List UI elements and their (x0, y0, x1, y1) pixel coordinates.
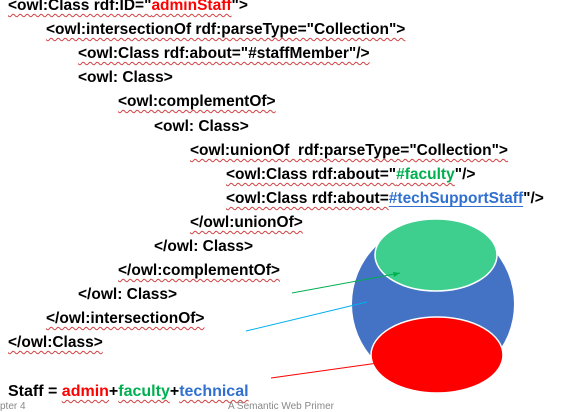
arrow-cyan (245, 301, 368, 332)
code-line-9: <owl:Class rdf:about=#techSupportStaff"/… (226, 190, 544, 207)
code-line-8: <owl:Class rdf:about="#faculty"/> (226, 166, 476, 183)
code-line-13: </owl: Class> (78, 286, 178, 303)
code-line-15: </owl:Class> (8, 334, 103, 351)
admin-staff-id: adminStaff (151, 0, 232, 14)
formula-admin: admin (61, 383, 109, 400)
code-line-1: <owl:Class rdf:ID="adminStaff"> (8, 0, 248, 18)
faculty-ellipse (374, 218, 498, 292)
code-line-10: </owl:unionOf> (190, 214, 303, 231)
code-line-6: <owl: Class> (154, 118, 249, 135)
code-line-3: <owl:Class rdf:about="#staffMember"/> (78, 45, 370, 62)
code-line-7: <owl:unionOf rdf:parseType="Collection"> (190, 142, 508, 159)
owl-code-block: <owl:Class rdf:ID="adminStaff"> <owl:int… (0, 0, 544, 384)
formula-technical: technical (179, 383, 249, 400)
arrow-red (270, 362, 379, 379)
arrow-green-head (393, 272, 400, 277)
code-line-2: <owl:intersectionOf rdf:parseType="Colle… (46, 21, 406, 38)
tech-support-ellipse (370, 316, 504, 394)
code-line-12: </owl:complementOf> (118, 262, 280, 279)
staff-formula: Staff = admin+faculty+technical (8, 383, 249, 400)
code-line-11: </owl: Class> (154, 238, 254, 255)
code-line-5: <owl:complementOf> (118, 93, 276, 110)
code-line-14: </owl:intersectionOf> (46, 310, 205, 327)
formula-faculty: faculty (118, 383, 170, 400)
arrow-green (291, 272, 401, 294)
faculty-ref: #faculty (396, 166, 455, 183)
tech-support-staff-ref: #techSupportStaff (388, 190, 524, 207)
code-line-4: <owl: Class> (78, 69, 173, 86)
